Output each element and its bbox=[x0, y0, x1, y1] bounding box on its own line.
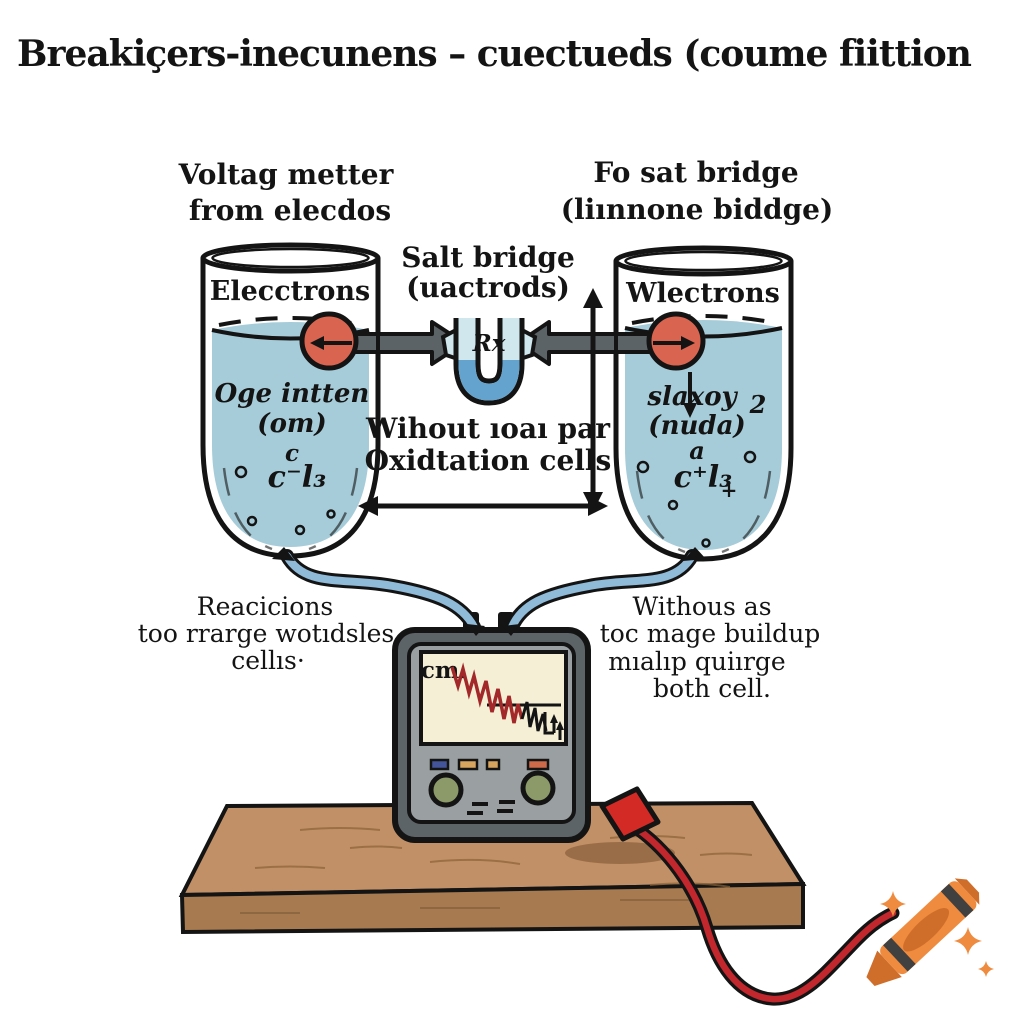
salt-bridge-tube: Rx bbox=[440, 318, 538, 406]
center-note-line1: Wihout ıoaı par bbox=[365, 412, 611, 445]
beaker-left-formula: c⁻l₃ bbox=[268, 460, 327, 495]
bubble bbox=[246, 515, 258, 527]
wire-left bbox=[283, 552, 478, 631]
note-right-line1: Withous as bbox=[632, 592, 771, 621]
waveform-step bbox=[543, 712, 554, 735]
bubble bbox=[701, 538, 711, 548]
note-left-line1: Reacicions bbox=[197, 592, 334, 621]
beaker-right-text2: (nuda) bbox=[648, 411, 745, 441]
beaker-left: Elecctrons Oge intten (om) c c⁻l₃ bbox=[200, 242, 381, 559]
beaker-left-text2: (om) bbox=[257, 409, 326, 439]
beaker-left-text1: Oge intten bbox=[215, 379, 370, 409]
caption-left-line1: Voltag metter bbox=[178, 158, 395, 191]
wire-left-arrowhead-down bbox=[467, 624, 485, 636]
waveform-black bbox=[520, 701, 548, 732]
cable-connector bbox=[599, 786, 661, 842]
waveform-up-arrowhead bbox=[556, 721, 564, 730]
beaker-right-formula: c⁺l₃ bbox=[674, 460, 733, 495]
caption-salt-bridge: Salt bridge (uactrods) bbox=[401, 241, 575, 304]
note-left-line3: cellıs· bbox=[231, 646, 305, 675]
meter-knob-left bbox=[428, 772, 464, 808]
caption-right-line2: (liınnone biddge) bbox=[561, 193, 833, 226]
horizontal-arrowhead-right bbox=[588, 496, 608, 516]
salt-bridge-caption-line2: (uactrods) bbox=[406, 271, 570, 304]
beaker-right-text3: a bbox=[689, 436, 705, 465]
note-right-line4: both cell. bbox=[653, 674, 771, 703]
bubble bbox=[636, 460, 650, 474]
sparkle-icon bbox=[880, 891, 906, 917]
meter-shadow bbox=[565, 842, 675, 864]
crayon-icon bbox=[866, 878, 980, 986]
beaker-left-rim-inner bbox=[211, 247, 370, 269]
note-left-line2: too rrarge wotıdsles bbox=[138, 619, 395, 648]
waveform-up-arrowhead bbox=[550, 714, 558, 723]
beaker-left-label: Elecctrons bbox=[210, 276, 370, 307]
center-note-line2: Oxidtation cells bbox=[365, 444, 612, 477]
note-left: Reacicions too rrarge wotıdsles cellıs· bbox=[138, 592, 395, 675]
glass-shine bbox=[308, 467, 359, 551]
page-title: Breakiçers-inecunens – cuectueds (coume … bbox=[17, 33, 972, 75]
bubble bbox=[667, 499, 679, 511]
beaker-right: Wlectrons slaxoy (nuda) a c⁺l₃ 2 + bbox=[613, 245, 794, 562]
electrode-right-down-arrowhead bbox=[683, 403, 697, 418]
glass-shine bbox=[222, 467, 273, 551]
crayon-label-oval bbox=[903, 908, 950, 952]
horizontal-arrowhead-left bbox=[358, 496, 378, 516]
sparkle-icon bbox=[954, 927, 982, 955]
salt-bridge-solution-bottom bbox=[458, 360, 520, 401]
crayon-stripe bbox=[940, 883, 974, 918]
cable-core bbox=[626, 820, 897, 1003]
dimension-arrows bbox=[358, 288, 608, 516]
salt-bridge-rx-label: Rx bbox=[472, 330, 506, 357]
note-right-line2: toc mage buildup bbox=[600, 619, 821, 648]
beaker-right-label: Wlectrons bbox=[625, 278, 780, 309]
vertical-arrowhead-top bbox=[583, 288, 603, 308]
meter-button-blue bbox=[429, 758, 450, 771]
wire-right bbox=[508, 552, 696, 631]
meter-screen bbox=[419, 650, 568, 746]
glass-shine bbox=[721, 470, 772, 554]
meter-vent-dashes bbox=[467, 800, 515, 815]
beaker-right-water bbox=[625, 320, 782, 550]
beaker-right-rim-inner bbox=[624, 250, 783, 272]
meter-knob-right bbox=[520, 770, 556, 806]
caption-left-line2: from elecdos bbox=[189, 194, 391, 227]
beaker-right-plus: + bbox=[721, 478, 738, 502]
bubble bbox=[294, 524, 306, 536]
lead-wires bbox=[272, 547, 706, 634]
wire-right-arrowhead-down bbox=[502, 624, 520, 636]
wire-right-arrowhead-up bbox=[683, 547, 706, 561]
wire-left-arrowhead-up bbox=[272, 547, 295, 561]
bubble bbox=[234, 465, 248, 479]
voltmeter: cm. bbox=[392, 624, 591, 843]
wood-grain-front bbox=[240, 899, 690, 914]
bubble bbox=[326, 509, 336, 519]
electrode-left-arrowhead bbox=[310, 336, 324, 350]
red-cable bbox=[599, 786, 900, 1006]
meter-button-tan bbox=[457, 758, 479, 771]
note-right: Withous as toc mage buildup mıalıp quiır… bbox=[600, 592, 821, 703]
salt-bridge-caption-line1: Salt bridge bbox=[401, 241, 575, 274]
meter-button-tan-small bbox=[485, 758, 501, 771]
crayon-stripe bbox=[883, 937, 916, 972]
sparkle-icon bbox=[978, 961, 994, 977]
glass-shine bbox=[635, 470, 686, 554]
electrode-right-arrowhead bbox=[681, 336, 695, 350]
beaker-left-water bbox=[212, 322, 369, 547]
caption-left: Voltag metter from elecdos bbox=[178, 158, 395, 227]
caption-right: Fo sat bridge (liınnone biddge) bbox=[561, 156, 833, 226]
caption-right-line1: Fo sat bridge bbox=[593, 156, 798, 189]
bubble bbox=[743, 450, 757, 464]
beaker-right-superscript: 2 bbox=[749, 390, 767, 419]
note-right-line3: mıalıp quiırge bbox=[608, 647, 785, 676]
crayon-tip bbox=[866, 950, 902, 986]
beaker-left-text3: c bbox=[285, 440, 299, 467]
meter-button-orange bbox=[526, 758, 550, 771]
water-line-dashes bbox=[631, 314, 777, 325]
waveform-red bbox=[450, 662, 524, 724]
